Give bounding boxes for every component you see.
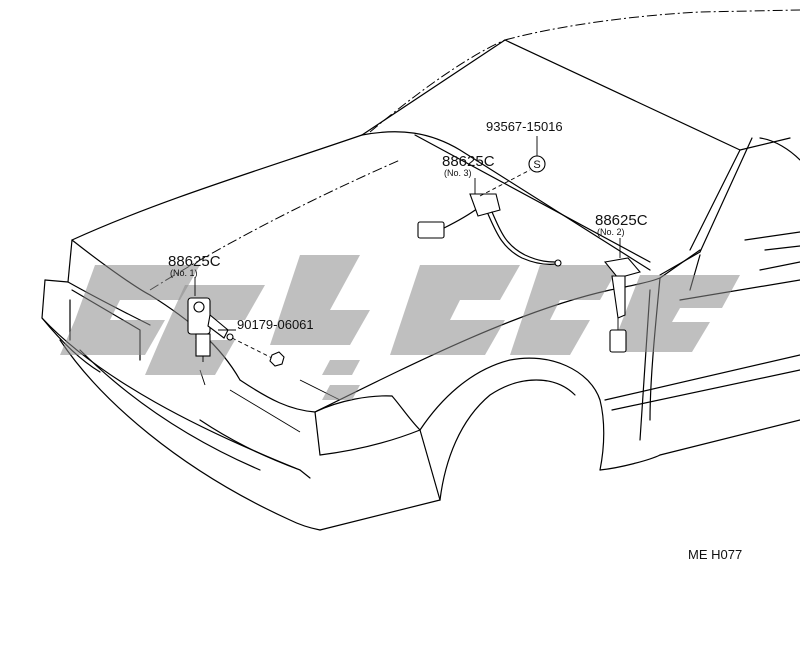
car-body [41, 9, 800, 531]
part-no3-sub: (No. 3) [444, 168, 472, 178]
clip-symbol-label: S [533, 159, 540, 171]
part-88625c-no1-drawing[interactable] [187, 297, 273, 362]
part-no1-sub: (No. 1) [170, 268, 198, 278]
part-no2-number: 88625C [595, 212, 648, 229]
drawing-code: ME H077 [688, 547, 742, 562]
part-no1-number: 88625C [168, 253, 221, 270]
part-no3-number: 88625C [442, 153, 495, 170]
part-88625c-no3-drawing[interactable] [417, 169, 562, 267]
part-no2-sub: (No. 2) [597, 227, 625, 237]
part-88625c-no2-drawing[interactable] [603, 257, 641, 353]
nut-part-number: 90179-06061 [237, 317, 314, 332]
leader-lines [194, 136, 621, 331]
clip-symbol-icon[interactable]: S [528, 155, 546, 173]
nut-drawing[interactable] [269, 351, 285, 367]
watermark-logo [60, 255, 740, 400]
clip-part-number: 93567-15016 [486, 119, 563, 134]
